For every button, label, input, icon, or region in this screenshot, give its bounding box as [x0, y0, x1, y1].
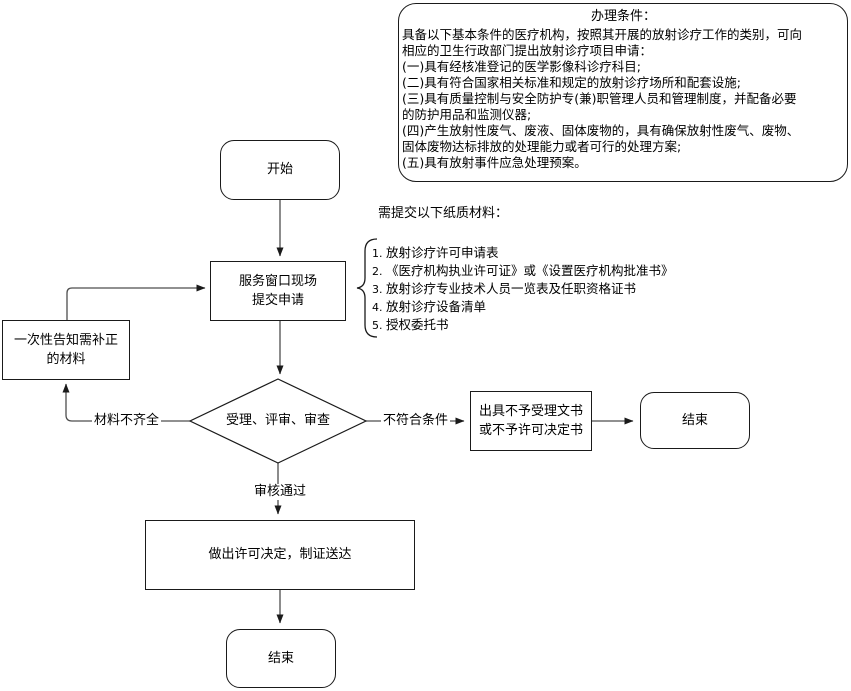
submit-application-node: 服务窗口现场 提交申请: [210, 261, 346, 321]
materials-list: 放射诊疗许可申请表 《医疗机构执业许可证》或《设置医疗机构批准书》 放射诊疗专业…: [372, 244, 674, 334]
condition-line: (四)产生放射性废气、废液、固体废物的，具有确保放射性废气、废物、: [402, 123, 800, 138]
connector-notify-to-submit: [66, 284, 206, 320]
edge-label-materials-incomplete: 材料不齐全: [92, 413, 162, 429]
condition-line: 的防护用品和监测仪器;: [402, 107, 532, 122]
edge-label-approved: 审核通过: [252, 484, 309, 500]
condition-line: (二)具有符合国家相关标准和规定的放射诊疗场所和配套设施;: [402, 75, 741, 90]
materials-heading: 需提交以下纸质材料：: [378, 206, 509, 221]
condition-line: 相应的卫生行政部门提出放射诊疗项目申请：: [402, 43, 653, 58]
condition-line: (五)具有放射事件应急处理预案。: [402, 155, 587, 170]
review-decision-diamond: [188, 378, 368, 464]
condition-line: 具备以下基本条件的医疗机构，按照其开展的放射诊疗工作的类别，可向: [402, 27, 803, 42]
materials-brace: [356, 238, 378, 338]
materials-item: 放射诊疗许可申请表: [386, 245, 499, 260]
notify-correction-node: 一次性告知需补正 的材料: [2, 320, 130, 380]
conditions-title: 办理条件：: [590, 9, 656, 24]
condition-line: (一)具有经核准登记的医学影像科诊疗科目;: [402, 59, 641, 74]
connector-review-to-notify: [62, 383, 190, 422]
end-node-right: 结束: [640, 392, 750, 449]
decision-delivery-node: 做出许可决定，制证送达: [145, 520, 415, 590]
reject-document-node: 出具不予受理文书 或不予许可决定书: [470, 391, 592, 451]
materials-item: 放射诊疗专业技术人员一览表及任职资格证书: [386, 281, 637, 296]
condition-line: 固体废物达标排放的处理能力或者可行的处理方案;: [402, 139, 682, 154]
materials-item: 放射诊疗设备清单: [386, 299, 487, 314]
condition-line: (三)具有质量控制与安全防护专(兼)职管理人员和管理制度，并配备必要: [402, 91, 797, 106]
materials-item: 授权委托书: [386, 317, 449, 332]
edge-label-not-qualified: 不符合条件: [381, 413, 451, 429]
start-node: 开始: [220, 140, 340, 200]
materials-item: 《医疗机构执业许可证》或《设置医疗机构批准书》: [386, 263, 674, 278]
end-node-bottom: 结束: [226, 629, 336, 688]
review-decision-label: 受理、评审、审查: [225, 413, 330, 429]
conditions-box: 办理条件： 具备以下基本条件的医疗机构，按照其开展的放射诊疗工作的类别，可向 相…: [398, 3, 848, 182]
